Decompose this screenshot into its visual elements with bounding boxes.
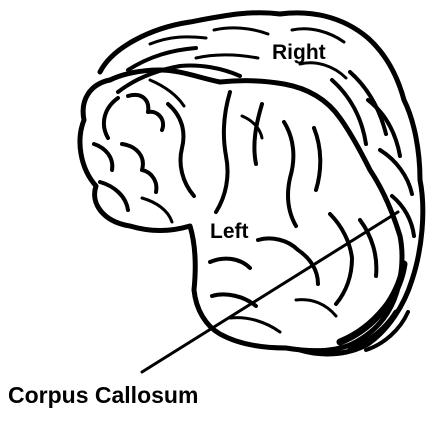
left-hemisphere-label: Left	[210, 221, 249, 242]
corpus-callosum-label: Corpus Callosum	[8, 384, 198, 407]
right-hemisphere-label: Right	[272, 42, 326, 63]
right-hemisphere-outline	[100, 13, 423, 354]
